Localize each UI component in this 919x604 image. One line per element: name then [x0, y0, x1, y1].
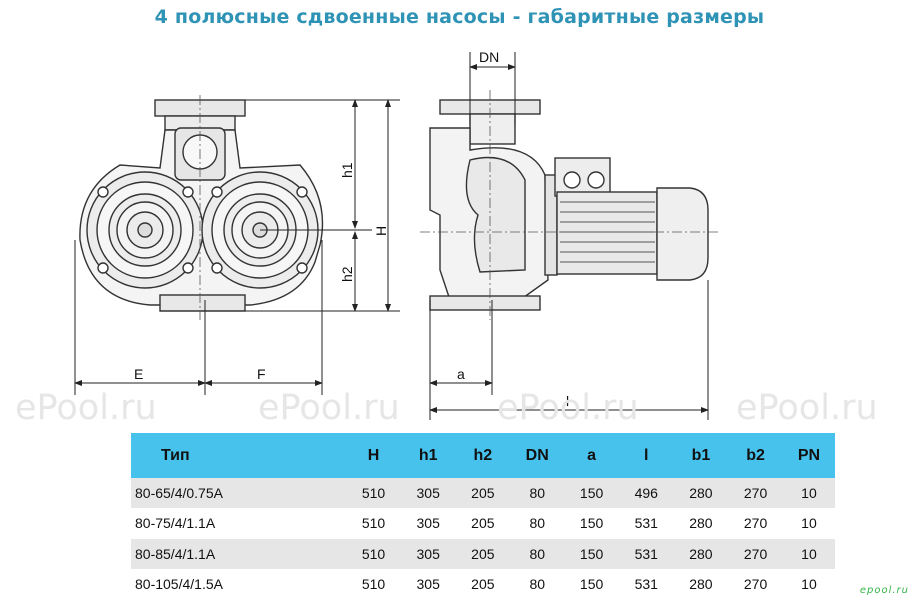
dim-h1: h1: [339, 162, 355, 178]
cell: 510: [346, 508, 401, 539]
cell: 205: [455, 508, 511, 539]
dim-e: E: [134, 366, 143, 382]
cell-type: 80-75/4/1.1A: [131, 508, 347, 539]
header-h: H: [346, 433, 401, 478]
table-row: 80-85/4/1.1A 510 305 205 80 150 531 280 …: [131, 538, 835, 570]
header-pn: PN: [782, 433, 835, 478]
cell: 531: [618, 569, 674, 600]
cell: 280: [673, 508, 729, 539]
table-row: 80-75/4/1.1A 510 305 205 80 150 531 280 …: [131, 508, 835, 539]
cell: 150: [564, 538, 619, 570]
header-b2: b2: [728, 433, 783, 478]
cell: 510: [346, 538, 401, 570]
cell: 305: [400, 538, 456, 570]
bottom-flange: [159, 294, 246, 312]
cell: 280: [673, 538, 729, 570]
cell: 270: [728, 569, 783, 600]
dim-dn: DN: [479, 49, 499, 65]
cell: 80: [510, 569, 565, 600]
table-row: 80-105/4/1.5A 510 305 205 80 150 531 280…: [131, 569, 835, 600]
cell: 205: [455, 569, 511, 600]
table-header-row: Тип H h1 h2 DN a l b1 b2 PN: [131, 433, 835, 478]
cell: 280: [673, 478, 729, 509]
cell: 10: [782, 538, 835, 570]
corner-logo: epool.ru: [859, 585, 909, 596]
header-h1: h1: [400, 433, 456, 478]
cell-type: 80-105/4/1.5A: [131, 569, 347, 600]
dim-a: a: [457, 366, 465, 382]
motor-fan-cover: [656, 187, 709, 281]
cell: 270: [728, 538, 783, 570]
table-row: 80-65/4/0.75A 510 305 205 80 150 496 280…: [131, 478, 835, 509]
cell: 150: [564, 569, 619, 600]
cell: 205: [455, 538, 511, 570]
dim-l: l: [566, 393, 569, 409]
header-b1: b1: [673, 433, 729, 478]
cell: 270: [728, 478, 783, 509]
cell: 10: [782, 478, 835, 509]
cell: 80: [510, 478, 565, 509]
cell: 150: [564, 478, 619, 509]
dim-h: H: [373, 226, 389, 236]
cell: 510: [346, 569, 401, 600]
cell: 150: [564, 508, 619, 539]
cell: 270: [728, 508, 783, 539]
cell: 531: [618, 538, 674, 570]
cell: 80: [510, 508, 565, 539]
dim-f: F: [257, 366, 266, 382]
dimensions-table: Тип H h1 h2 DN a l b1 b2 PN 80-65/4/0.75…: [131, 433, 835, 600]
cell: 10: [782, 569, 835, 600]
header-type: Тип: [131, 433, 347, 478]
watermark: ePool.ru: [258, 388, 400, 428]
cell: 510: [346, 478, 401, 509]
watermark: ePool.ru: [497, 388, 639, 428]
cell: 80: [510, 538, 565, 570]
header-a: a: [564, 433, 619, 478]
cell: 280: [673, 569, 729, 600]
cell: 305: [400, 569, 456, 600]
cell: 205: [455, 478, 511, 509]
cell: 305: [400, 508, 456, 539]
header-l: l: [618, 433, 674, 478]
cell: 305: [400, 478, 456, 509]
pump-dimension-drawing: DN h1 H h2 E F a l: [74, 49, 720, 420]
dim-h2: h2: [339, 266, 355, 282]
cell: 531: [618, 508, 674, 539]
watermark: ePool.ru: [15, 388, 157, 428]
cell: 10: [782, 508, 835, 539]
watermark: ePool.ru: [736, 388, 878, 428]
cell-type: 80-65/4/0.75A: [131, 478, 347, 509]
cell: 496: [618, 478, 674, 509]
page-title: 4 полюсные сдвоенные насосы - габаритные…: [154, 6, 765, 28]
header-dn: DN: [510, 433, 565, 478]
header-h2: h2: [455, 433, 511, 478]
cell-type: 80-85/4/1.1A: [131, 538, 347, 570]
